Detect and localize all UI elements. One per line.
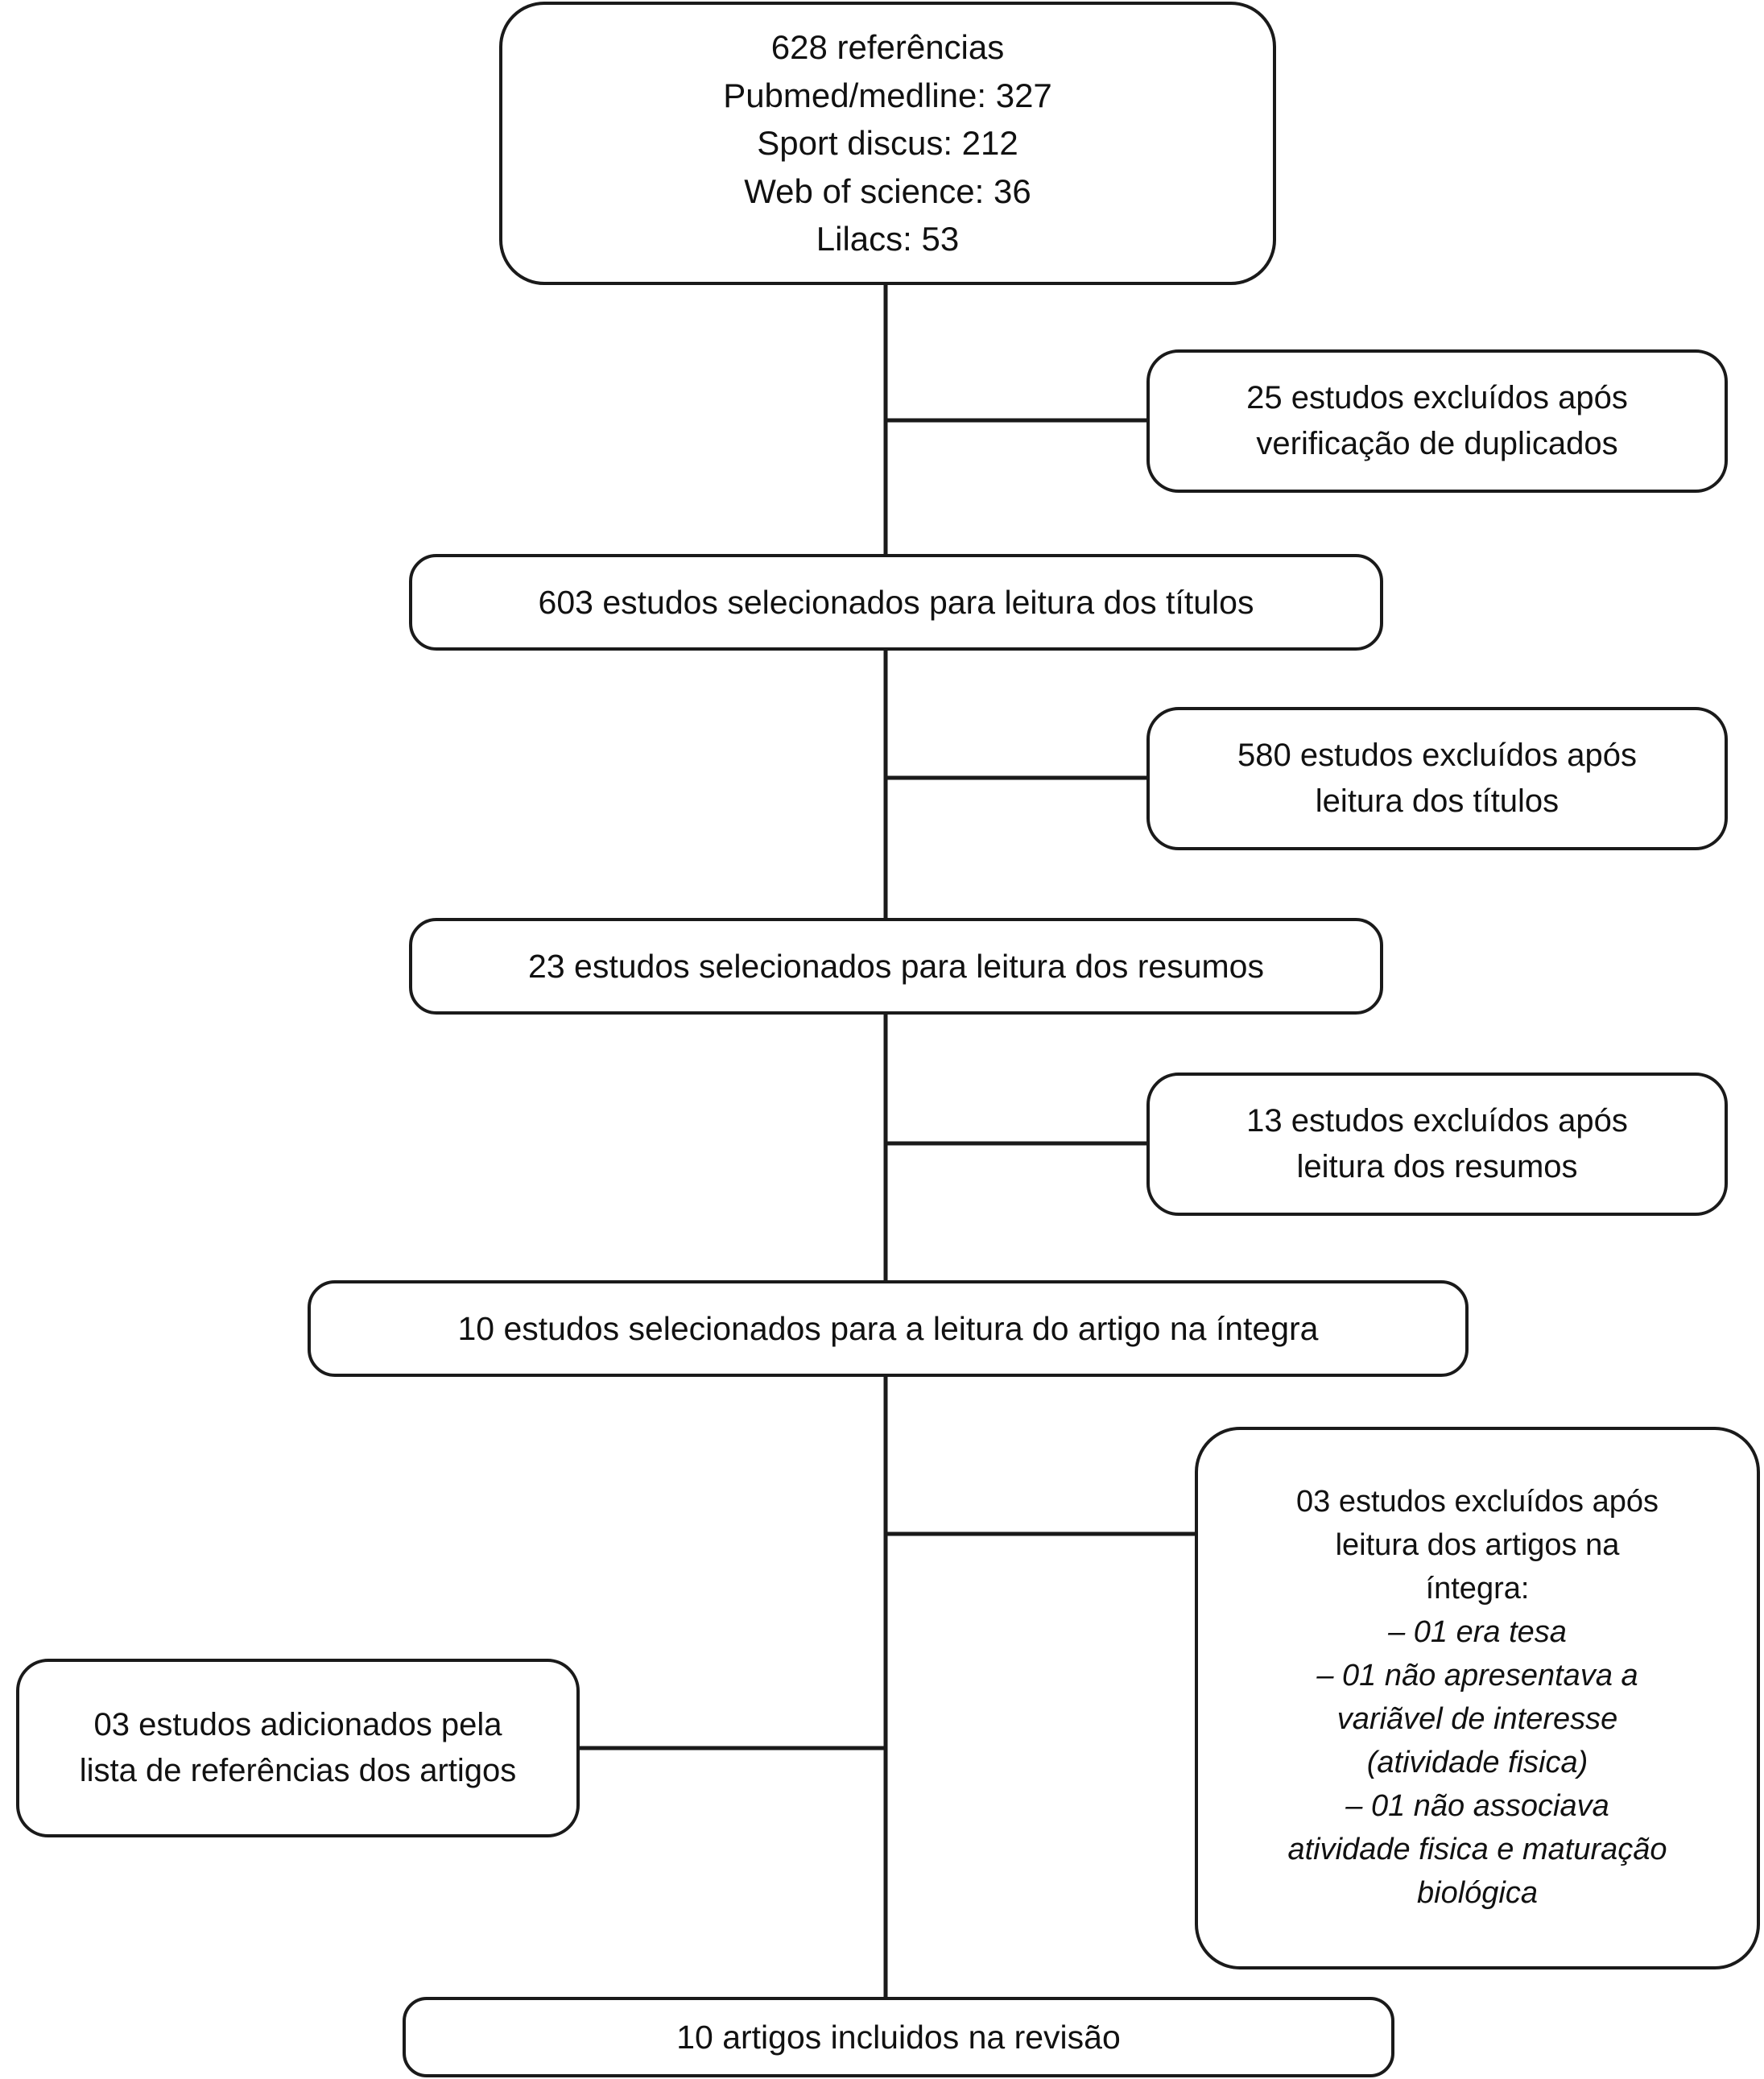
node-included-line-1: 10 artigos incluidos na revisão	[676, 2018, 1121, 2056]
node-excluded-titles: 580 estudos excluídos após leitura dos t…	[1146, 707, 1728, 850]
node-sources-line-5: Lilacs: 53	[816, 220, 960, 258]
node-selected-abstracts: 23 estudos selecionados para leitura dos…	[409, 918, 1383, 1015]
node-added-from-references: 03 estudos adicionados pela lista de ref…	[16, 1659, 580, 1837]
node-excluded-fulltext-reason-4: (atividade fisica)	[1366, 1745, 1588, 1779]
node-excluded-fulltext-line-1: 03 estudos excluídos após	[1296, 1485, 1659, 1519]
node-selected-titles-line-1: 603 estudos selecionados para leitura do…	[538, 583, 1254, 621]
node-excluded-fulltext-text: 03 estudos excluídos após leitura dos ar…	[1198, 1481, 1757, 1916]
node-excluded-abstracts-line-1: 13 estudos excluídos após	[1246, 1103, 1628, 1139]
node-selected-fulltext-text: 10 estudos selecionados para a leitura d…	[311, 1305, 1465, 1352]
node-excluded-duplicates-text: 25 estudos excluídos após verificação de…	[1150, 375, 1725, 467]
node-excluded-fulltext-reason-3: variãvel de interesse	[1336, 1702, 1618, 1736]
node-included: 10 artigos incluidos na revisão	[403, 1997, 1394, 2077]
node-excluded-titles-line-2: leitura dos títulos	[1315, 783, 1560, 819]
node-excluded-fulltext-reason-5: – 01 não associava	[1345, 1788, 1609, 1823]
node-excluded-duplicates-line-1: 25 estudos excluídos após	[1246, 380, 1628, 416]
node-sources-line-3: Sport discus: 212	[757, 124, 1018, 163]
node-selected-titles-text: 603 estudos selecionados para leitura do…	[412, 579, 1380, 626]
node-selected-abstracts-line-1: 23 estudos selecionados para leitura dos…	[528, 947, 1264, 985]
node-excluded-fulltext-line-2: leitura dos artigos na	[1335, 1528, 1620, 1563]
node-selected-abstracts-text: 23 estudos selecionados para leitura dos…	[412, 943, 1380, 990]
node-excluded-fulltext: 03 estudos excluídos após leitura dos ar…	[1195, 1427, 1760, 1969]
node-excluded-titles-line-1: 580 estudos excluídos após	[1237, 738, 1637, 774]
node-excluded-duplicates-line-2: verificação de duplicados	[1256, 426, 1618, 461]
node-selected-fulltext: 10 estudos selecionados para a leitura d…	[308, 1280, 1469, 1377]
node-excluded-titles-text: 580 estudos excluídos após leitura dos t…	[1150, 733, 1725, 825]
node-excluded-duplicates: 25 estudos excluídos após verificação de…	[1146, 349, 1728, 493]
node-included-text: 10 artigos incluidos na revisão	[406, 2014, 1391, 2060]
node-excluded-fulltext-reason-1: – 01 era tesa	[1388, 1615, 1567, 1650]
node-sources: 628 referências Pubmed/medline: 327 Spor…	[499, 2, 1276, 285]
node-sources-line-1: 628 referências	[770, 27, 1005, 66]
node-excluded-abstracts-line-2: leitura dos resumos	[1296, 1149, 1578, 1184]
node-excluded-fulltext-line-3: íntegra:	[1425, 1572, 1530, 1606]
node-excluded-fulltext-reason-6: atividade fisica e maturação	[1287, 1832, 1667, 1866]
node-excluded-fulltext-reason-2: – 01 não apresentava a	[1316, 1659, 1638, 1693]
node-added-from-references-line-2: lista de referências dos artigos	[79, 1753, 517, 1788]
node-sources-line-2: Pubmed/medline: 327	[723, 76, 1052, 114]
node-selected-fulltext-line-1: 10 estudos selecionados para a leitura d…	[457, 1309, 1319, 1347]
node-excluded-abstracts: 13 estudos excluídos após leitura dos re…	[1146, 1073, 1728, 1216]
node-added-from-references-line-1: 03 estudos adicionados pela	[93, 1707, 502, 1743]
node-excluded-fulltext-reason-7: biológica	[1417, 1875, 1538, 1910]
node-selected-titles: 603 estudos selecionados para leitura do…	[409, 554, 1383, 651]
node-sources-line-4: Web of science: 36	[744, 172, 1031, 210]
node-sources-text: 628 referências Pubmed/medline: 327 Spor…	[502, 23, 1273, 263]
node-added-from-references-text: 03 estudos adicionados pela lista de ref…	[19, 1702, 576, 1794]
node-excluded-abstracts-text: 13 estudos excluídos após leitura dos re…	[1150, 1098, 1725, 1190]
